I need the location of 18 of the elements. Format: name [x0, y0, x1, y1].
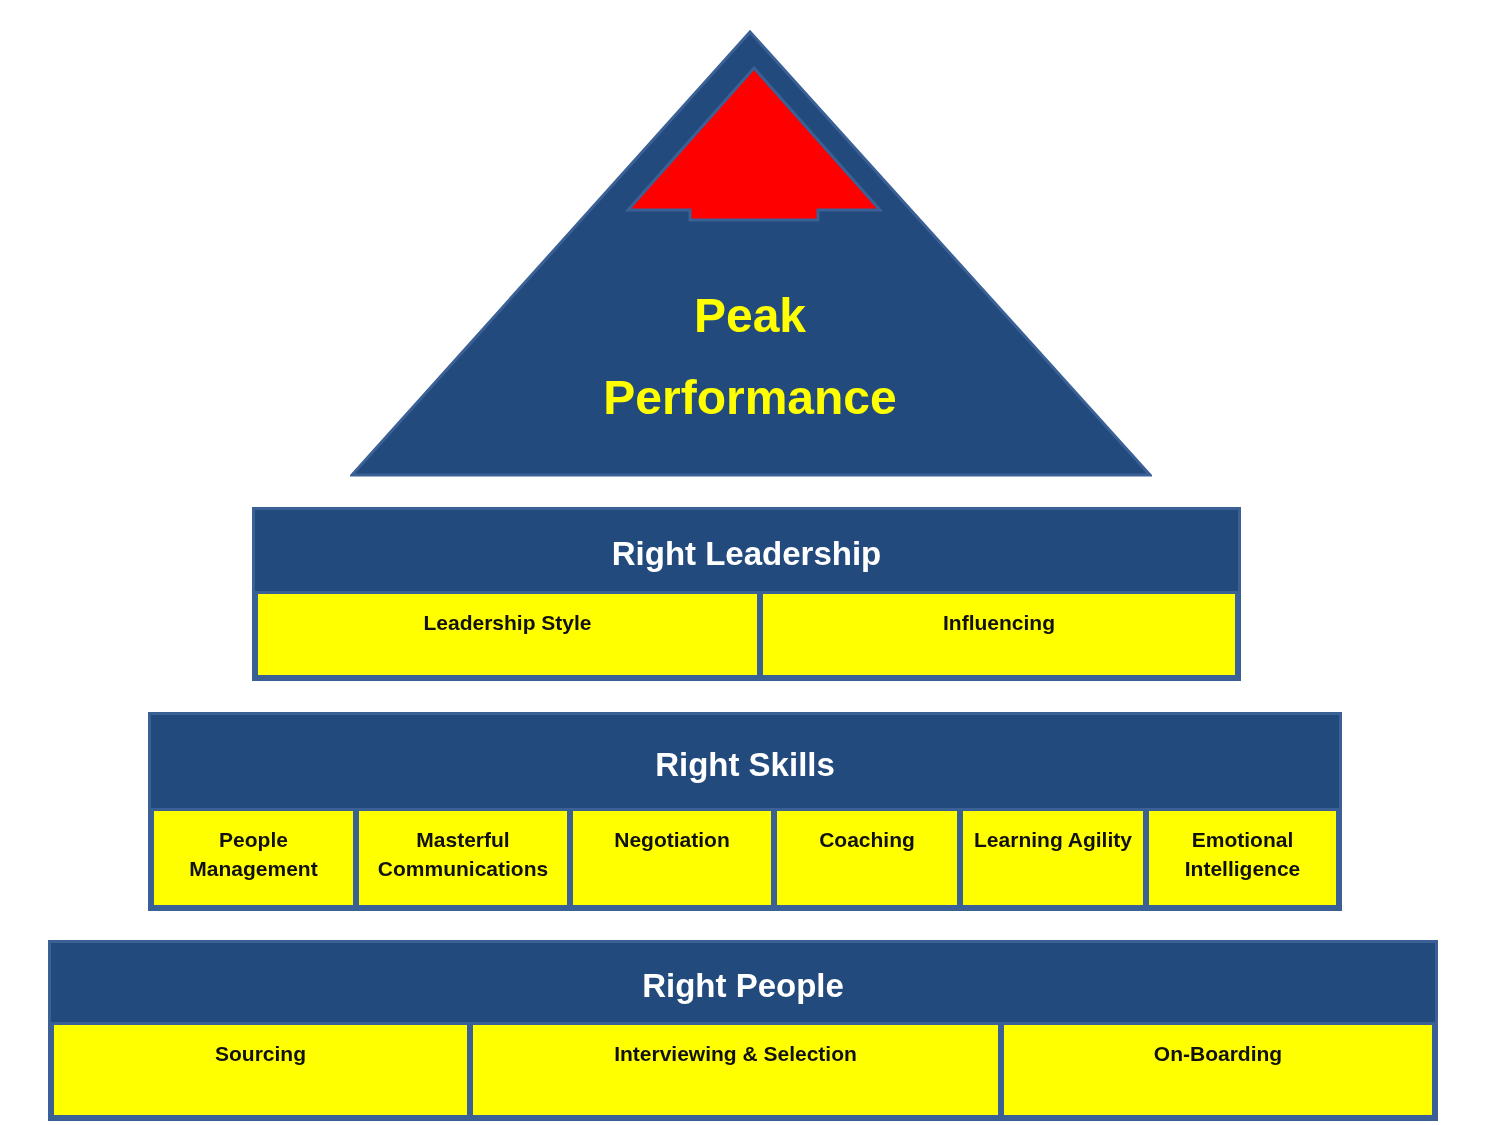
- tier-title: Right People: [642, 967, 844, 1006]
- pillar-block: Influencing: [760, 591, 1238, 678]
- tier-title: Right Leadership: [611, 535, 882, 574]
- tier-title: Right Skills: [655, 746, 835, 785]
- tier-band: [148, 712, 1342, 911]
- pillar-block: Interviewing & Selection: [470, 1022, 1001, 1118]
- pyramid-title: Peak Performance: [602, 288, 898, 426]
- pillar-block: Coaching: [774, 808, 960, 908]
- pillar-block: People Management: [151, 808, 356, 908]
- tier-band: [252, 507, 1241, 681]
- pillar-block: Leadership Style: [255, 591, 760, 678]
- pillar-block: Negotiation: [570, 808, 774, 908]
- pillar-block: Learning Agility: [960, 808, 1146, 908]
- tier-band: [48, 940, 1438, 1121]
- pillar-block: Emotional Intelligence: [1146, 808, 1339, 908]
- pillar-block: On-Boarding: [1001, 1022, 1435, 1118]
- pillar-block: Sourcing: [51, 1022, 470, 1118]
- pillar-block: Masterful Communications: [356, 808, 570, 908]
